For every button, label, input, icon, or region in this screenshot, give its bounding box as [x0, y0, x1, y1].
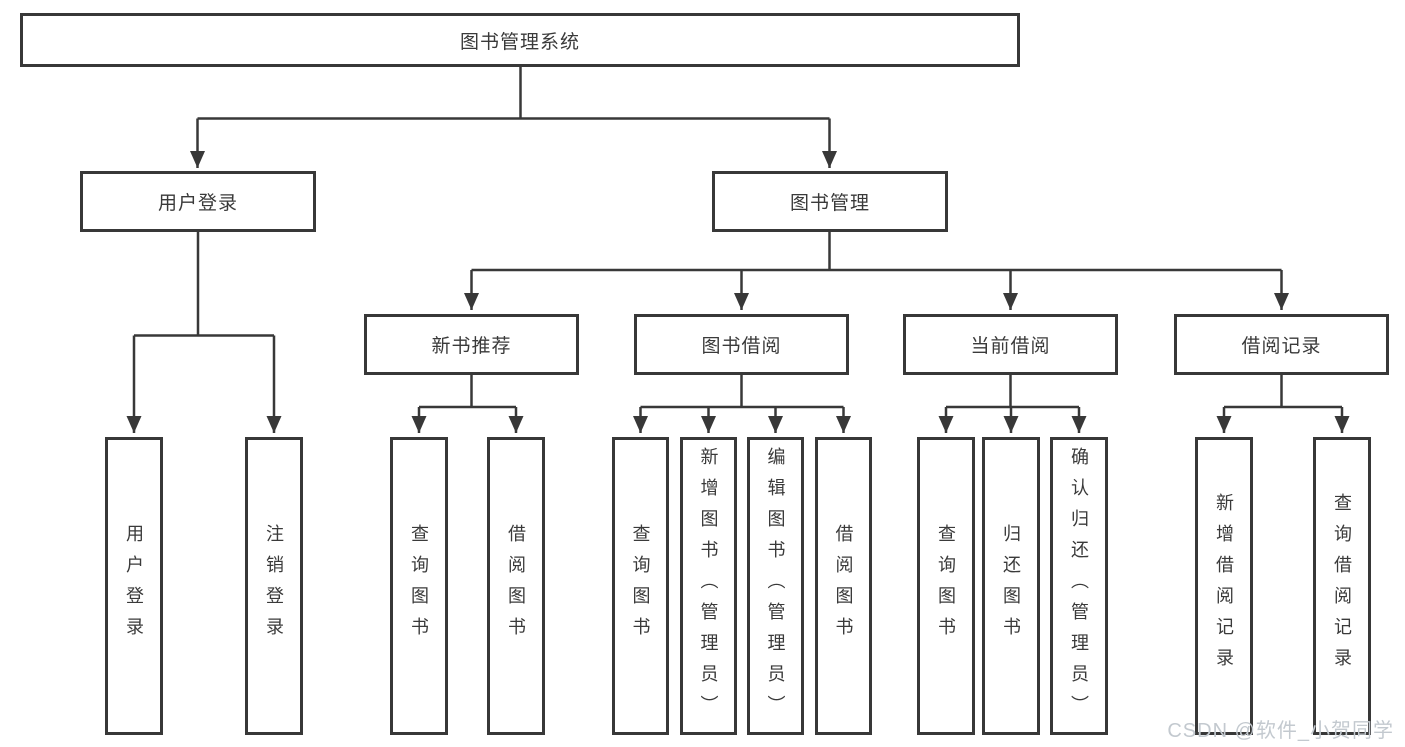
node-new-book-recommend: 新书推荐	[364, 314, 579, 375]
node-root: 图书管理系统	[20, 13, 1020, 67]
leaf-query-borrow-record-label: 查询借阅记录	[1332, 493, 1352, 679]
node-root-label: 图书管理系统	[459, 31, 580, 53]
node-book-borrow-label: 图书借阅	[701, 336, 782, 357]
leaf-recommend-borrow-book-label: 借阅图书	[506, 524, 526, 648]
node-book-borrow: 图书借阅	[634, 314, 849, 375]
leaf-add-borrow-record-label: 新增借阅记录	[1214, 493, 1234, 679]
leaf-query-borrow-record: 查询借阅记录	[1313, 437, 1371, 735]
leaf-confirm-return-admin: 确认归还（管理员）	[1050, 437, 1108, 735]
leaf-add-borrow-record: 新增借阅记录	[1195, 437, 1253, 735]
leaf-edit-book-admin: 编辑图书（管理员）	[747, 437, 804, 735]
node-current-borrow-label: 当前借阅	[970, 336, 1051, 357]
node-current-borrow: 当前借阅	[903, 314, 1118, 375]
leaf-recommend-query-book-label: 查询图书	[409, 524, 429, 648]
node-new-book-recommend-label: 新书推荐	[431, 336, 512, 357]
leaf-logout: 注销登录	[245, 437, 303, 735]
leaf-current-query-book-label: 查询图书	[936, 524, 956, 648]
leaf-return-book-label: 归还图书	[1001, 524, 1021, 648]
connector-group	[126, 67, 1350, 433]
leaf-recommend-borrow-book: 借阅图书	[487, 437, 545, 735]
node-user-login: 用户登录	[80, 171, 316, 232]
node-book-management: 图书管理	[712, 171, 948, 232]
leaf-return-book: 归还图书	[982, 437, 1040, 735]
node-borrow-records-label: 借阅记录	[1241, 336, 1322, 357]
leaf-recommend-query-book: 查询图书	[390, 437, 448, 735]
leaf-borrow-query-book: 查询图书	[612, 437, 669, 735]
leaf-borrow-book-label: 借阅图书	[833, 524, 854, 648]
leaf-edit-book-admin-label: 编辑图书（管理员）	[765, 446, 786, 726]
node-user-login-label: 用户登录	[157, 193, 238, 214]
leaf-confirm-return-admin-label: 确认归还（管理员）	[1069, 446, 1089, 726]
leaf-add-book-admin: 新增图书（管理员）	[680, 437, 737, 735]
leaf-add-book-admin-label: 新增图书（管理员）	[698, 446, 719, 726]
leaf-user-login-label: 用户登录	[124, 524, 144, 648]
leaf-logout-label: 注销登录	[264, 524, 284, 648]
leaf-borrow-query-book-label: 查询图书	[630, 524, 651, 648]
node-book-management-label: 图书管理	[789, 193, 870, 214]
leaf-user-login: 用户登录	[105, 437, 163, 735]
leaf-borrow-book: 借阅图书	[815, 437, 872, 735]
leaf-current-query-book: 查询图书	[917, 437, 975, 735]
csdn-watermark: CSDN @软件_小贺同学	[1167, 720, 1394, 742]
node-borrow-records: 借阅记录	[1174, 314, 1389, 375]
